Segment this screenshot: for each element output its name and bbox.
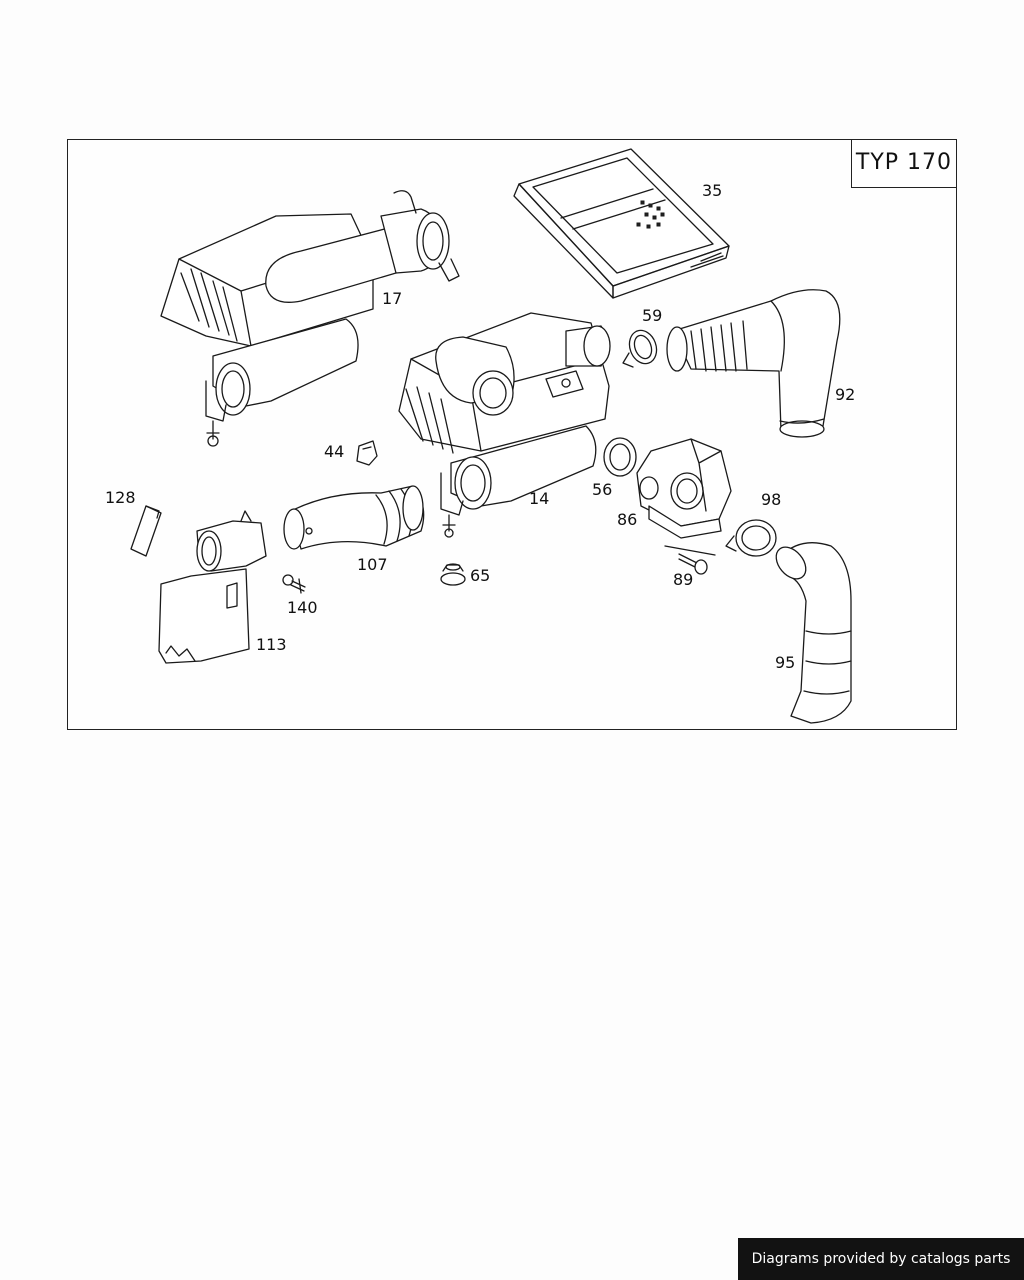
intake-hose-95-drawing	[775, 542, 852, 724]
part-label-56[interactable]: 56	[592, 480, 613, 499]
throttle-body-86-drawing	[636, 438, 732, 556]
air-duct-113-drawing	[158, 510, 267, 664]
bracket-128-drawing	[130, 505, 162, 557]
part-label-86[interactable]: 86	[617, 510, 638, 529]
part-label-14[interactable]: 14	[529, 489, 550, 508]
part-label-17[interactable]: 17	[382, 289, 403, 308]
part-label-95[interactable]: 95	[775, 653, 796, 672]
intake-duct-107-drawing	[283, 485, 425, 550]
grommet-65-drawing	[440, 563, 466, 586]
screw-89-drawing	[678, 553, 708, 575]
part-label-92[interactable]: 92	[835, 385, 856, 404]
type-label: TYP 170	[851, 139, 957, 188]
part-label-35[interactable]: 35	[702, 181, 723, 200]
air-cleaner-housing-lower-drawing	[398, 312, 611, 538]
credit-bar: Diagrams provided by catalogs parts	[738, 1238, 1024, 1280]
diagram-drawing	[130, 148, 852, 724]
part-label-44[interactable]: 44	[324, 442, 345, 461]
intake-hose-92-drawing	[666, 289, 841, 438]
part-label-128[interactable]: 128	[105, 488, 136, 507]
clip-44-drawing	[356, 440, 378, 466]
hose-clamp-59-drawing	[622, 329, 658, 368]
hose-clamp-98-drawing	[725, 519, 777, 557]
air-filter-element-drawing	[513, 148, 730, 299]
part-label-113[interactable]: 113	[256, 635, 287, 654]
part-label-65[interactable]: 65	[470, 566, 491, 585]
seal-ring-56-drawing	[603, 437, 637, 477]
bolt-140-drawing	[282, 574, 306, 594]
part-label-107[interactable]: 107	[357, 555, 388, 574]
part-label-98[interactable]: 98	[761, 490, 782, 509]
part-label-140[interactable]: 140	[287, 598, 318, 617]
parts-diagram: TYP 170	[67, 139, 957, 730]
air-cleaner-housing-upper-drawing	[160, 190, 460, 447]
part-label-59[interactable]: 59	[642, 306, 663, 325]
part-label-89[interactable]: 89	[673, 570, 694, 589]
